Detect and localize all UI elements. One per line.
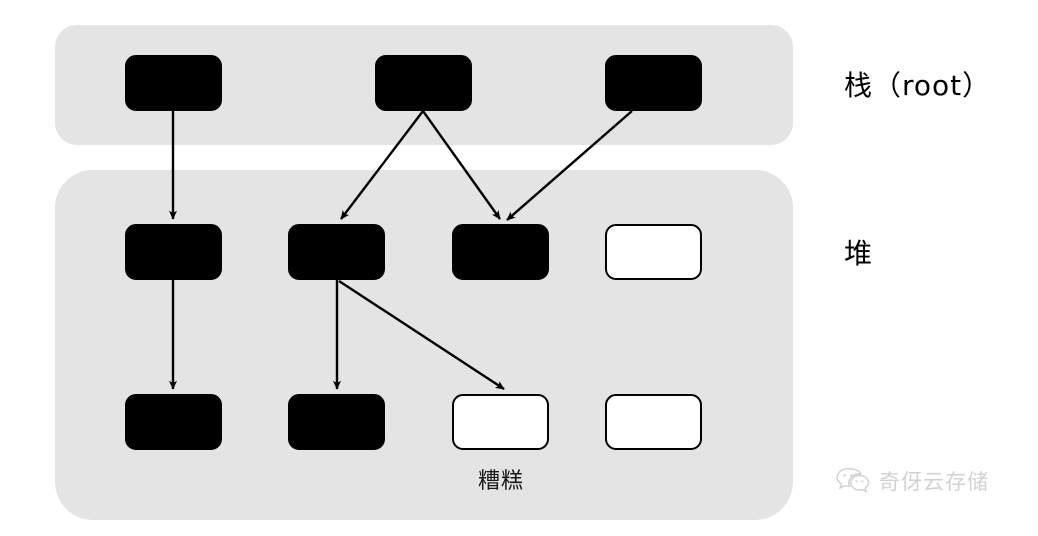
heap-node-r1c2[interactable] — [288, 224, 385, 280]
heap-node-r1c4[interactable] — [605, 224, 702, 280]
bad-node-annotation: 糟糕 — [477, 469, 524, 494]
heap-node-r2c3[interactable] — [452, 394, 549, 450]
heap-node-r1c3[interactable] — [452, 224, 549, 280]
wechat-logo-icon — [836, 467, 870, 493]
heap-node-r1c1[interactable] — [125, 224, 222, 280]
heap-region — [55, 170, 793, 520]
heap-region-label: 堆 — [844, 237, 874, 270]
heap-node-r2c1[interactable] — [125, 394, 222, 450]
stack-node-2[interactable] — [375, 55, 472, 111]
stack-region-label: 栈（root） — [844, 69, 992, 102]
stack-node-1[interactable] — [125, 55, 222, 111]
heap-node-r2c2[interactable] — [288, 394, 385, 450]
stack-node-3[interactable] — [605, 55, 702, 111]
watermark-text: 奇伢云存储 — [879, 470, 989, 494]
watermark: 奇伢云存储 — [836, 466, 989, 496]
heap-node-r2c4[interactable] — [605, 394, 702, 450]
